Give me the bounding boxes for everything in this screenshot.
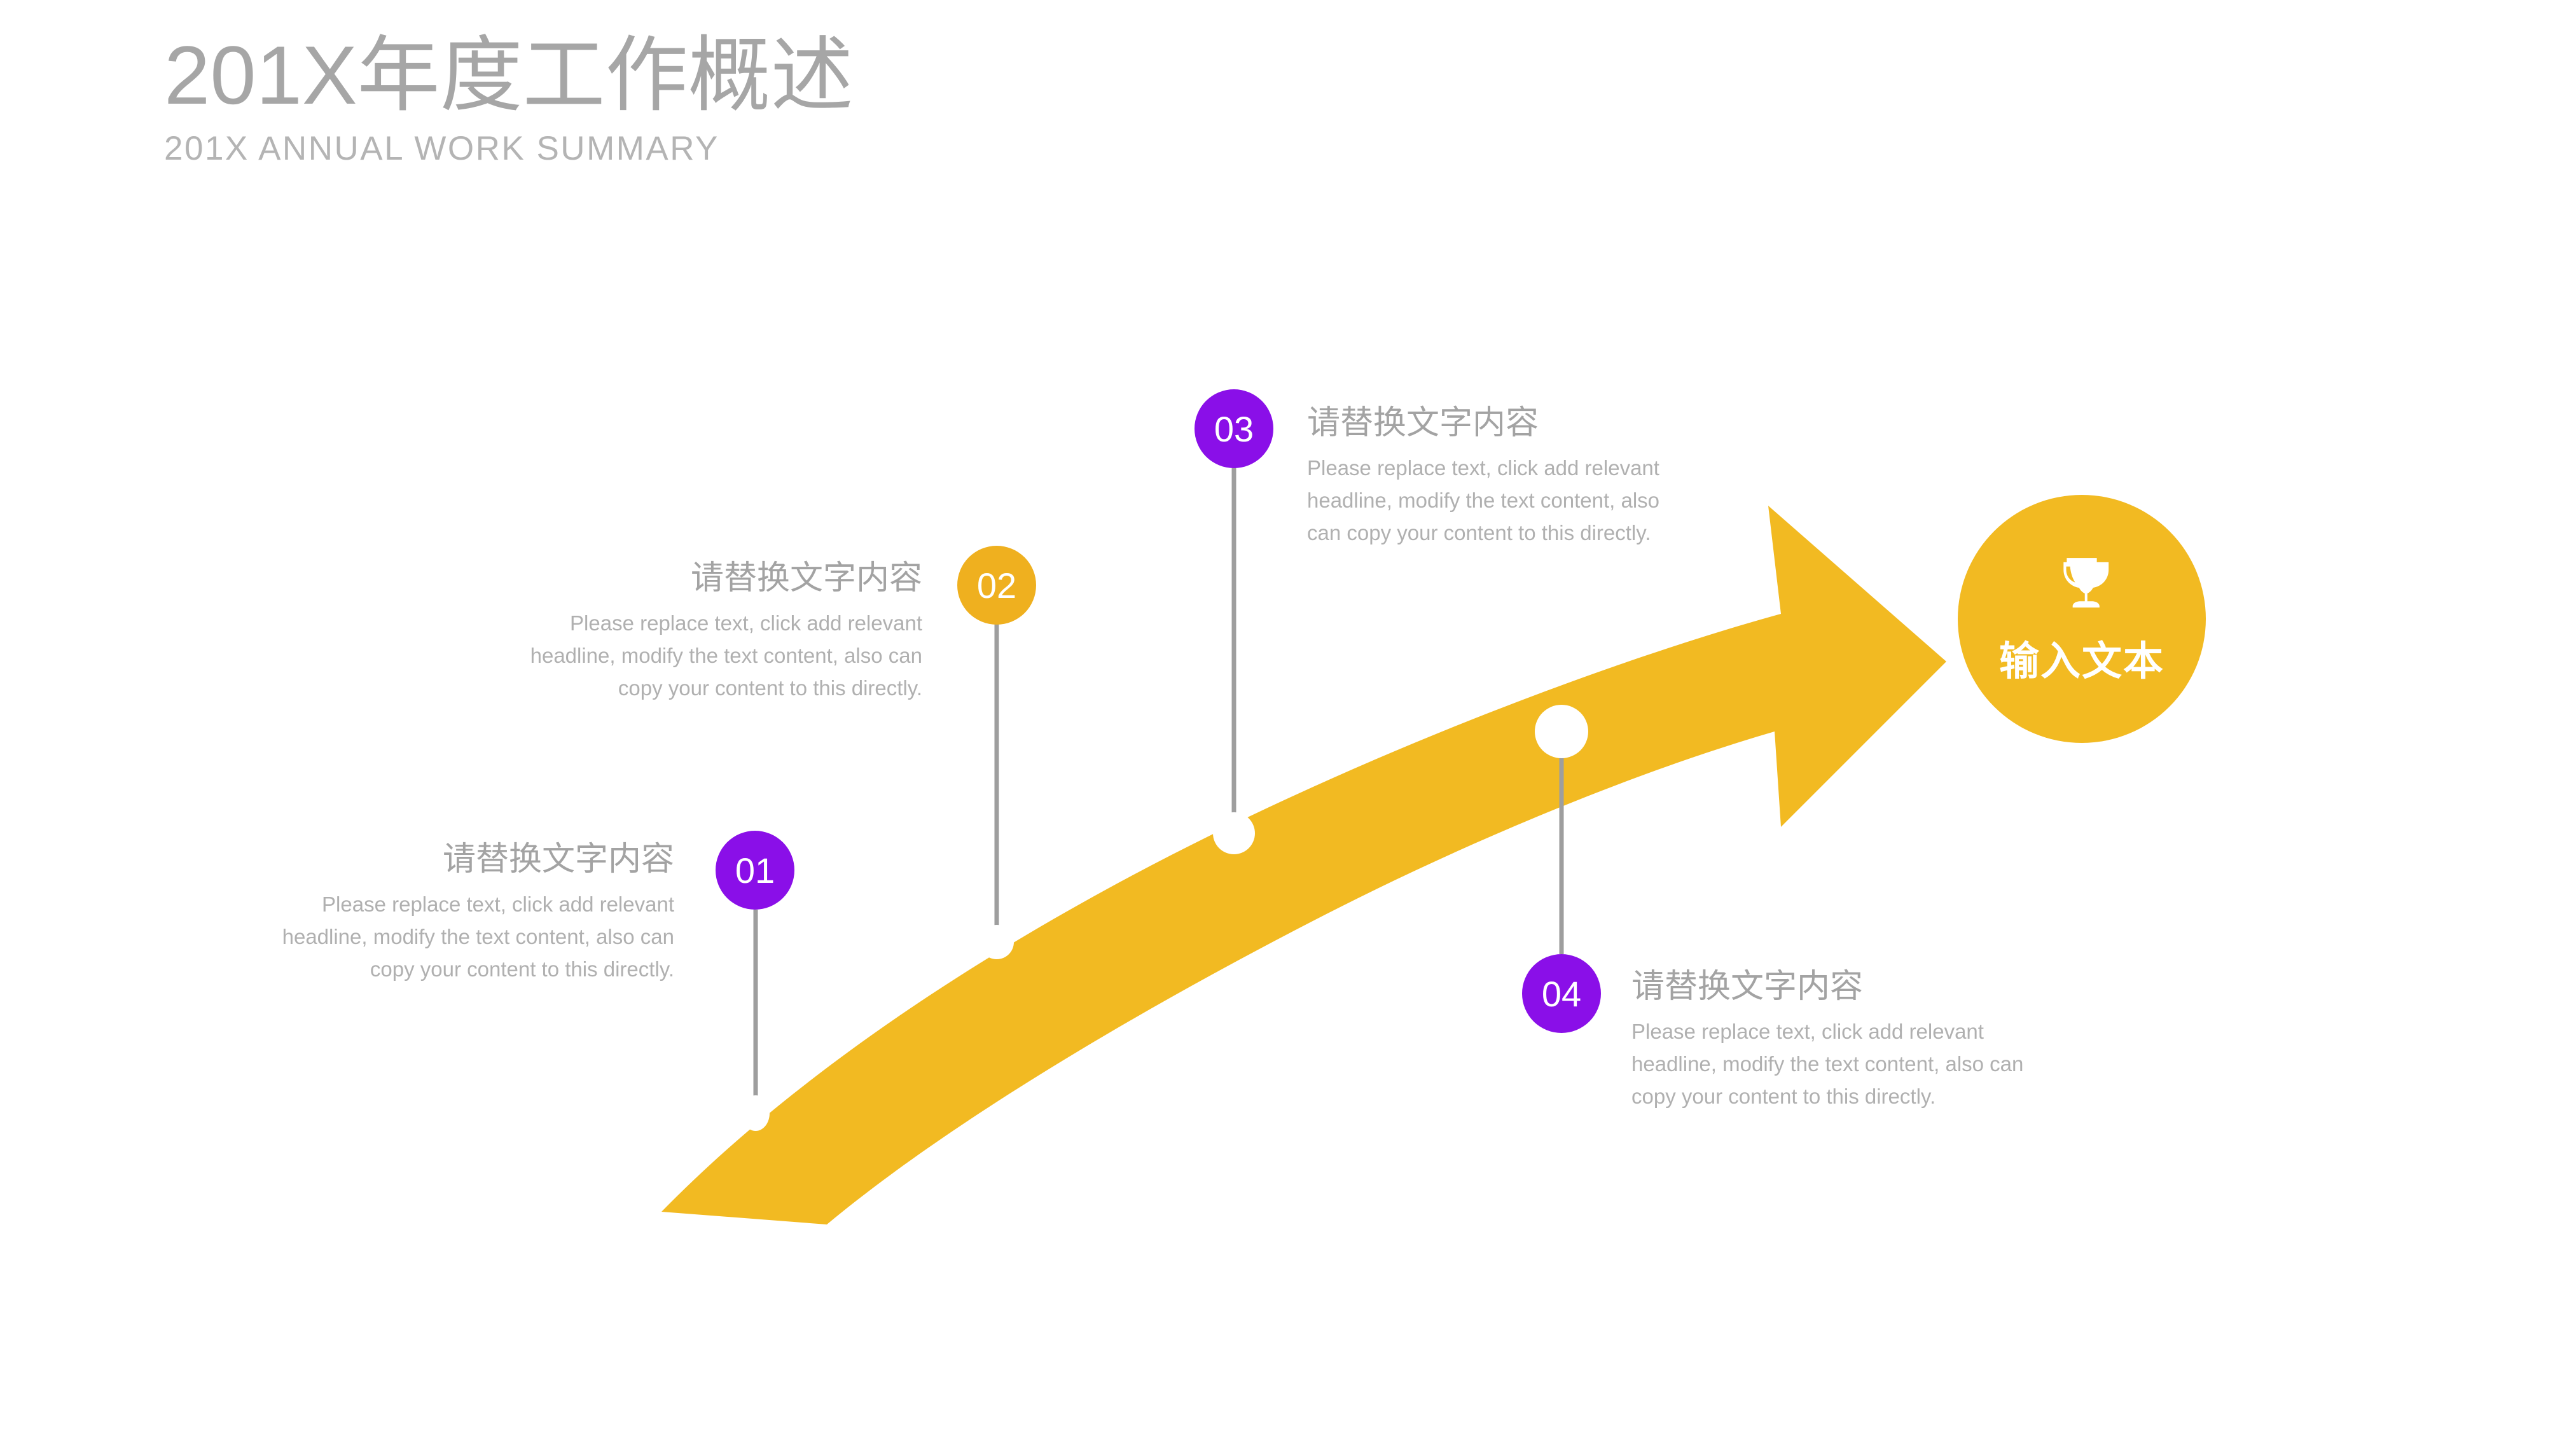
trophy-icon	[2047, 551, 2116, 620]
step-badge-03[interactable]: 03	[1195, 389, 1273, 468]
step-text-block-04: 请替换文字内容 Please replace text, click add r…	[1631, 968, 2039, 1113]
step-body-04: Please replace text, click add relevant …	[1631, 1019, 2024, 1109]
step-text-block-03: 请替换文字内容 Please replace text, click add r…	[1307, 405, 1689, 549]
step-number-04: 04	[1541, 973, 1582, 1014]
step-body-02: Please replace text, click add relevant …	[530, 611, 922, 700]
slide-header: 201X年度工作概述 201X ANNUAL WORK SUMMARY	[164, 33, 1436, 168]
step-number-02: 02	[976, 565, 1017, 606]
endcap-label: 输入文本	[1999, 639, 2164, 684]
step-body-03: Please replace text, click add relevant …	[1307, 455, 1660, 545]
step-number-03: 03	[1214, 408, 1254, 449]
step-text-block-02: 请替换文字内容 Please replace text, click add r…	[502, 560, 922, 704]
step-badge-04[interactable]: 04	[1522, 954, 1601, 1033]
step-badge-01[interactable]: 01	[716, 831, 794, 910]
endcap-circle[interactable]: 输入文本	[1958, 495, 2206, 743]
step-heading-03: 请替换文字内容	[1307, 405, 1539, 441]
band-dot-02	[980, 925, 1014, 959]
band-dot-03	[1213, 812, 1255, 854]
arrow-band-shape	[661, 506, 1946, 1224]
band-dot-01	[742, 1095, 770, 1131]
step-heading-02: 请替换文字内容	[690, 560, 922, 597]
page-title: 201X年度工作概述	[164, 29, 854, 121]
step-heading-01: 请替换文字内容	[442, 841, 674, 878]
step-text-block-01: 请替换文字内容 Please replace text, click add r…	[254, 841, 674, 985]
step-body-01: Please replace text, click add relevant …	[282, 892, 674, 981]
page-subtitle: 201X ANNUAL WORK SUMMARY	[164, 129, 719, 167]
step-heading-04: 请替换文字内容	[1631, 968, 1864, 1005]
step-badge-02[interactable]: 02	[957, 546, 1036, 625]
step-number-01: 01	[735, 850, 775, 891]
band-dot-04	[1535, 705, 1588, 758]
